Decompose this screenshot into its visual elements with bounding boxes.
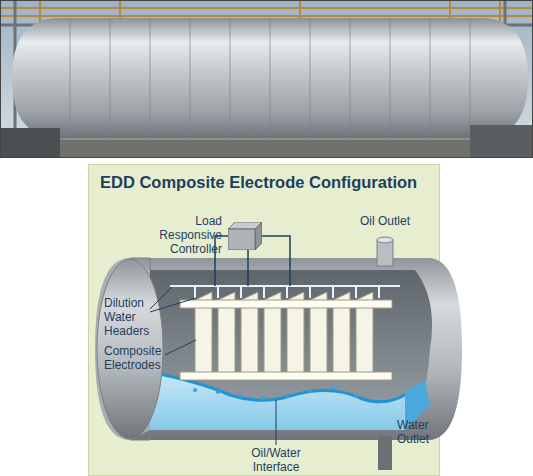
part-label: Composite Electrodes	[104, 344, 170, 372]
controller-cube	[228, 222, 262, 250]
outlet-label: Oil Outlet	[352, 214, 418, 228]
diagram-title: EDD Composite Electrode Configuration	[100, 173, 417, 192]
controller-label: Load Responsive Controller	[144, 214, 222, 256]
controller-box: Load Responsive Controller	[228, 222, 262, 250]
outlet-label: Water Outlet	[397, 418, 437, 446]
interface-label: Oil/Water Interface	[236, 446, 316, 474]
part-label: Dilution Water Headers	[104, 296, 156, 338]
